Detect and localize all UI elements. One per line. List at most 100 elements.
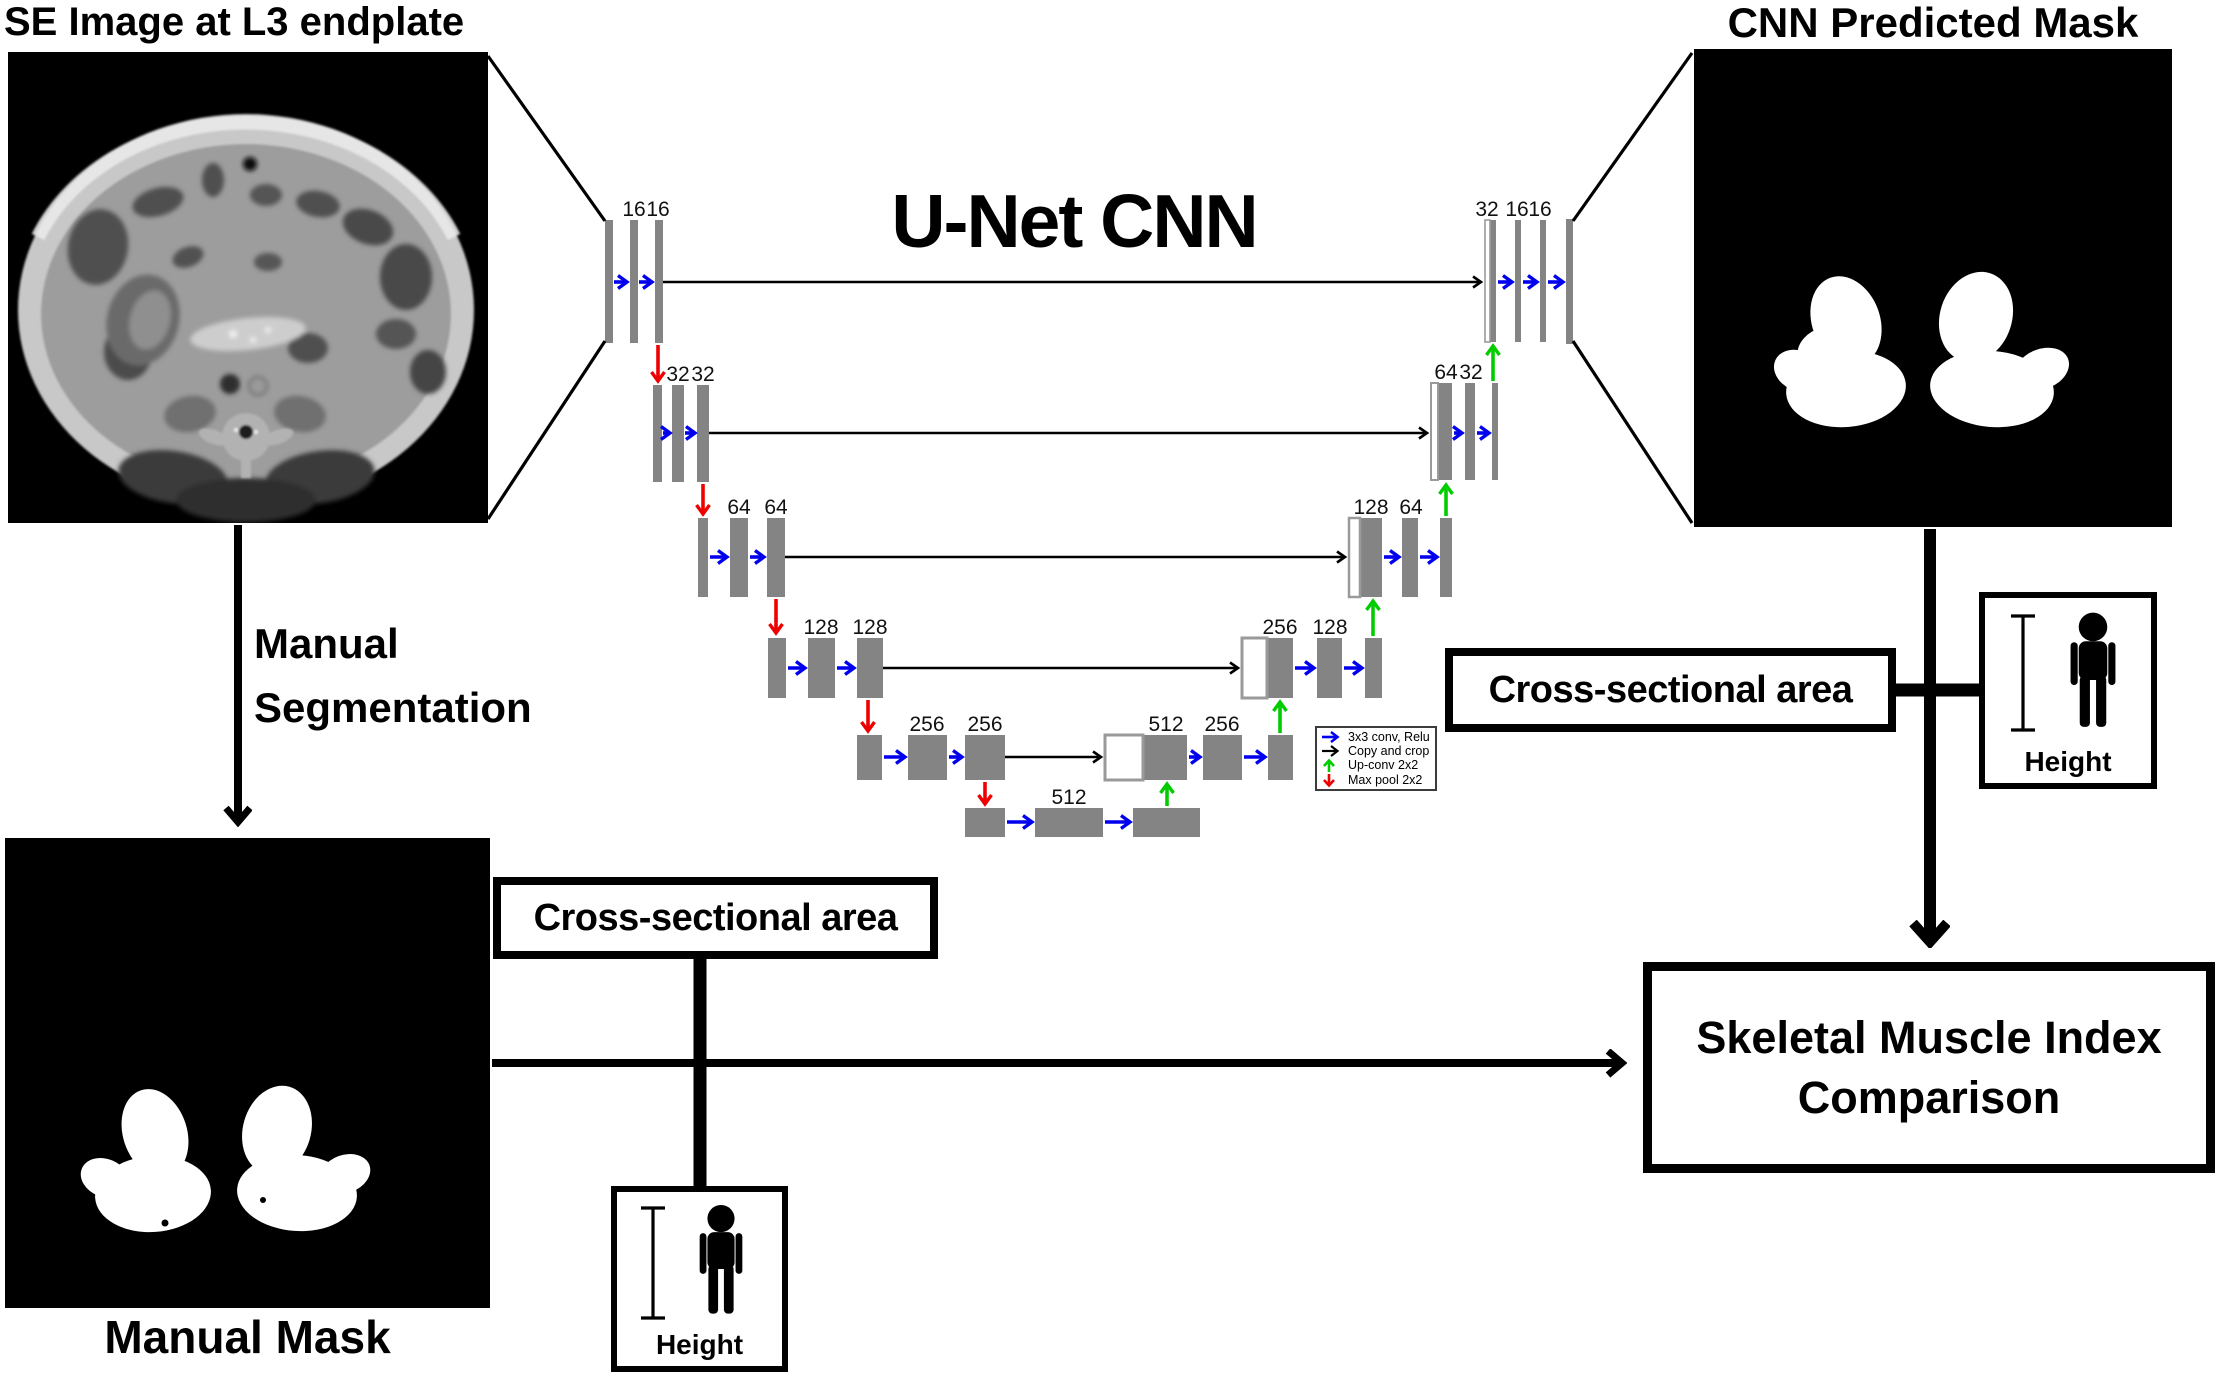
unet-layer-label: 64 [1434, 361, 1458, 384]
mri-vertebra [198, 413, 294, 478]
unet-feature-bar [1492, 383, 1498, 480]
unet-layer-label: 256 [967, 713, 1002, 736]
unet-layer-label: 512 [1051, 786, 1086, 809]
unet-concat-bar [1240, 636, 1269, 700]
legend-row: Copy and crop [1320, 744, 1432, 758]
unet-feature-bar [908, 735, 947, 780]
unet-layer-label: 32 [666, 363, 689, 386]
se-panel-title: SE Image at L3 endplate [4, 0, 465, 44]
unet-legend: 3x3 conv, Relu Copy and crop Up-conv 2x2… [1315, 726, 1437, 791]
unet-layer-label: 128 [1353, 496, 1388, 519]
unet-feature-bar [730, 518, 748, 597]
unet-feature-bar [1203, 735, 1242, 780]
unet-feature-bar [965, 808, 1005, 837]
unet-layer-label: 256 [1262, 616, 1297, 639]
smi-line2: Comparison [1797, 1071, 2061, 1123]
unet-layer-label: 32 [1475, 198, 1498, 221]
unet-feature-bar [857, 735, 882, 780]
right-arrow-icon [1322, 745, 1340, 758]
height-pictogram [2011, 612, 2116, 732]
unet-feature-bar [1515, 220, 1521, 342]
manual-mask-image [5, 838, 490, 1308]
height-box-left: Height [611, 1186, 788, 1372]
unet-title: U-Net CNN [891, 179, 1258, 263]
unet-layer-label: 32 [1459, 361, 1482, 384]
unet-feature-bar [1035, 808, 1103, 837]
unet-layer-label: 256 [909, 713, 944, 736]
unet-feature-bar [1360, 518, 1382, 597]
unet-feature-bar [1143, 735, 1187, 780]
unet-feature-bar [1540, 220, 1546, 342]
unet-concat-bar [1430, 382, 1439, 481]
height-label-left: Height [655, 1329, 744, 1360]
cross-sectional-area-box-cnn: Cross-sectional area [1445, 648, 1896, 732]
height-label-right: Height [2024, 746, 2112, 777]
unet-feature-bar [1268, 735, 1293, 780]
manual-segmentation-label: Manual Segmentation [254, 620, 532, 731]
unet-feature-bar [697, 385, 709, 482]
height-box-right: Height [1979, 592, 2157, 789]
cnn-mask-image [1694, 49, 2172, 527]
unet-feature-bar [698, 518, 708, 597]
unet-layer-label: 128 [852, 616, 887, 639]
legend-label: 3x3 conv, Relu [1348, 729, 1430, 744]
cnn-panel-title: CNN Predicted Mask [1727, 0, 2139, 46]
unet-feature-bar [1402, 518, 1418, 597]
down-arrow-icon [1323, 773, 1335, 788]
unet-concat-bar [1103, 733, 1145, 782]
unet-feature-bar [630, 220, 638, 343]
unet-layer-label: 32 [691, 363, 714, 386]
unet-layer-label: 16 [1528, 198, 1551, 221]
unet-feature-bar [1133, 808, 1200, 837]
unet-layer-label: 256 [1204, 713, 1239, 736]
unet-feature-bar [605, 220, 613, 343]
unet-layer-label: 16 [1505, 198, 1528, 221]
unet-feature-bar [1267, 638, 1293, 698]
smi-line1: Skeletal Muscle Index [1696, 1012, 2162, 1064]
unet-layer-label: 64 [764, 496, 788, 519]
projection-line [1571, 340, 1694, 524]
unet-feature-bar [808, 638, 835, 698]
unet-feature-bar [768, 638, 786, 698]
unet-feature-bar [1438, 383, 1452, 480]
unet-feature-bar [1566, 219, 1573, 344]
person-icon [2070, 612, 2116, 727]
unet-feature-bar [1317, 638, 1342, 698]
unet-layer-label: 64 [727, 496, 751, 519]
unet-layer-label: 128 [1312, 616, 1347, 639]
cnn-mask-muscle-shapes [1773, 271, 2070, 428]
unet-feature-bar [1365, 638, 1382, 698]
up-arrow-icon [1323, 758, 1335, 772]
projection-line [1571, 52, 1694, 222]
unet-layer-label: 64 [1399, 496, 1423, 519]
legend-row: 3x3 conv, Relu [1320, 730, 1432, 744]
projection-line [486, 55, 607, 222]
unet-layer-label: 128 [803, 616, 838, 639]
legend-row: Up-conv 2x2 [1320, 758, 1432, 773]
mri-abdominal-structures [67, 157, 446, 522]
unet-feature-bar [1440, 518, 1452, 597]
height-measure-icon [641, 1206, 665, 1320]
unet-layer-label: 16 [622, 198, 645, 221]
legend-label: Up-conv 2x2 [1348, 758, 1419, 773]
unet-layer-label: 512 [1148, 713, 1183, 736]
unet-concat-bar [1347, 516, 1362, 599]
unet-feature-bar [672, 385, 684, 482]
mri-image [8, 52, 488, 523]
unet-feature-bar [1490, 220, 1496, 342]
person-icon [699, 1204, 743, 1314]
unet-layer-label: 16 [646, 198, 669, 221]
height-pictogram [641, 1204, 743, 1320]
projection-line [486, 340, 607, 520]
unet-feature-bar [655, 220, 663, 343]
right-arrow-icon [1322, 731, 1340, 744]
unet-feature-bar [653, 385, 662, 482]
smi-comparison-box: Skeletal Muscle Index Comparison [1643, 962, 2215, 1173]
legend-label: Copy and crop [1348, 744, 1430, 759]
cross-sectional-area-box-manual: Cross-sectional area [493, 877, 938, 959]
height-measure-icon [2011, 614, 2035, 732]
unet-feature-bar [965, 735, 1005, 780]
unet-feature-bar [857, 638, 883, 698]
